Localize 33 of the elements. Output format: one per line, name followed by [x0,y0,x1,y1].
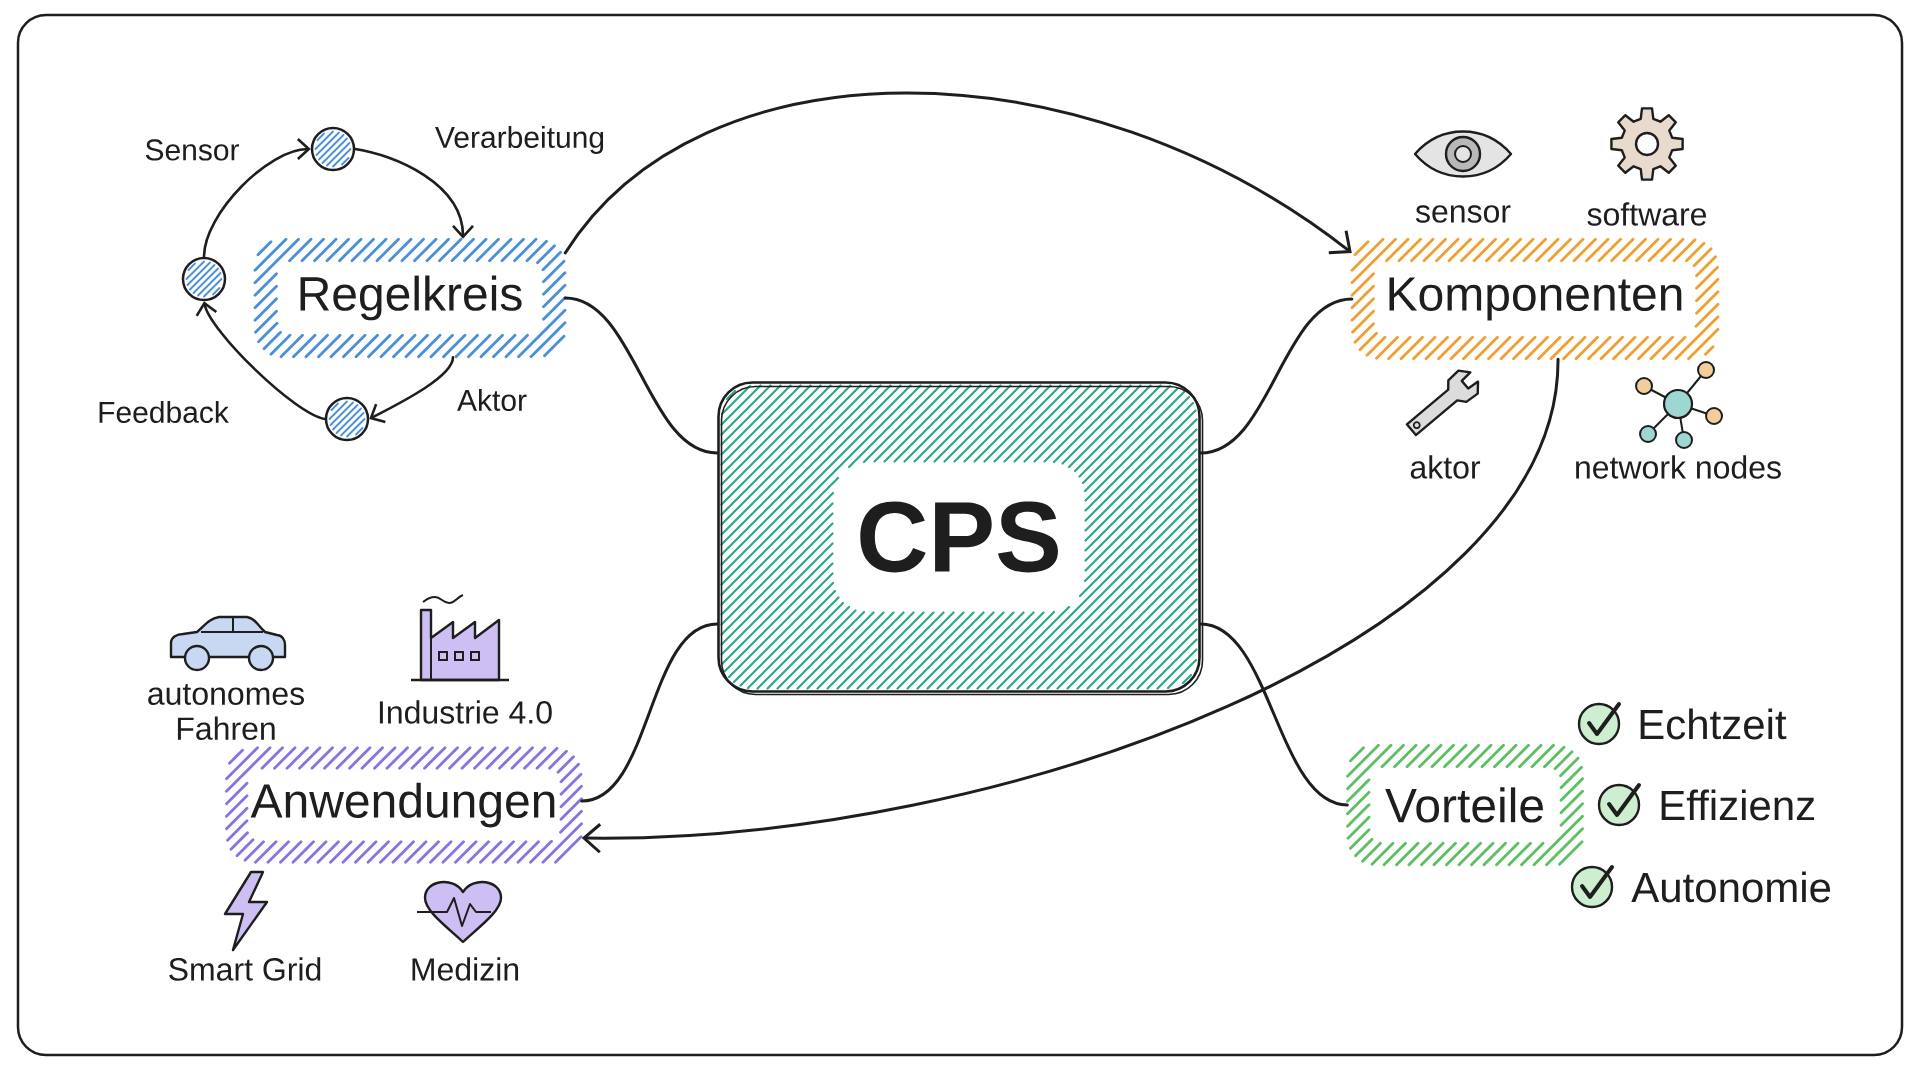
arrow [195,301,327,421]
dot [310,126,356,172]
dot [324,396,370,442]
connector-line [1199,622,1349,807]
center-box: CPS [717,381,1204,696]
item-label: software [1587,202,1707,226]
item-label: network nodes [1576,455,1781,479]
connector-line [1199,297,1354,455]
arrow [369,355,455,424]
item-label: Autonomie [1631,871,1831,903]
connector-line [580,622,719,803]
arrow [202,138,311,259]
topic-box: Regelkreis [253,237,567,359]
topic-box: Vorteile [1346,743,1584,867]
item-label: Smart Grid [169,957,321,981]
edge-label: Sensor [145,139,240,161]
topic-box: Anwendungen [225,746,583,864]
item-label: aktor [1410,455,1481,479]
arrow [353,147,474,239]
item-label: Effizienz [1661,789,1815,821]
item-label: Medizin [412,957,519,981]
item-label: Echtzeit [1640,708,1787,740]
arrow [581,357,1560,854]
edge-label: Feedback [99,401,229,423]
item-label: sensor [1415,205,1511,223]
item-label: Industrie 4.0 [379,700,552,724]
topic-box: Komponenten [1350,237,1720,361]
item-label: autonomes Fahren [148,684,304,740]
dot [181,256,227,302]
connector-line [563,296,719,455]
arrow [563,91,1352,255]
edge-label: Aktor [457,389,527,411]
edge-label: Verarbeitung [435,126,604,154]
